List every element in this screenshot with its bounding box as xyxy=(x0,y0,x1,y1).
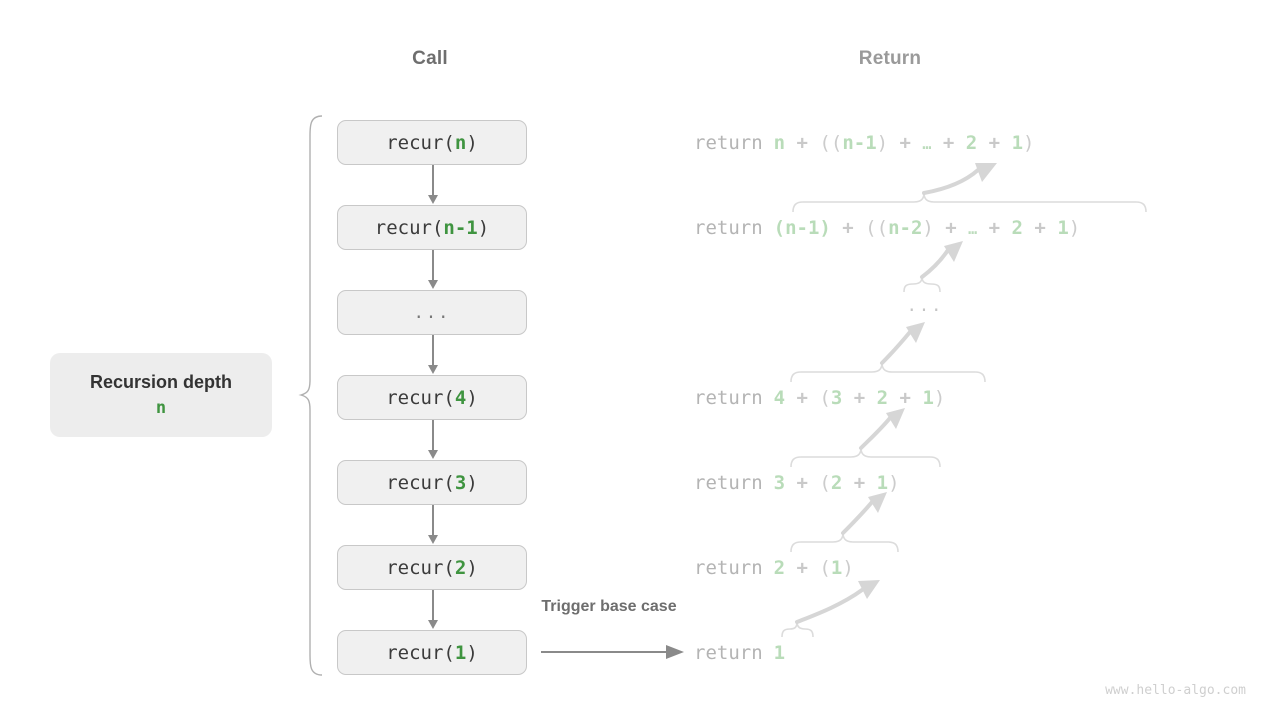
call-arrow-6 xyxy=(428,590,438,629)
call-box-text: ... xyxy=(413,302,451,323)
column-header-call: Call xyxy=(412,48,448,69)
call-arrow-3 xyxy=(428,335,438,374)
return-arrow-curve-3 xyxy=(880,330,912,365)
recursion-depth-title: Recursion depth xyxy=(89,371,232,392)
call-box-recur-n[interactable]: recur(n) xyxy=(337,120,527,165)
return-row-n-1: return (n-1) + ((n-2) + … + 2 + 1) xyxy=(694,205,1080,250)
call-box-text: recur(3) xyxy=(386,471,478,494)
return-row-4: return 4 + (3 + 2 + 1) xyxy=(694,375,945,420)
return-arrow-head-3 xyxy=(906,322,925,343)
recursion-depth-value: n xyxy=(155,397,167,418)
return-expression: (n-1) + ((n-2) + … + 2 + 1) xyxy=(773,216,1081,239)
call-box-text: recur(1) xyxy=(386,641,478,664)
recursion-depth-brace xyxy=(298,115,323,676)
call-box-recur-4[interactable]: recur(4) xyxy=(337,375,527,420)
return-keyword: return xyxy=(694,216,763,239)
call-arrow-5 xyxy=(428,505,438,544)
return-expression: 2 + (1) xyxy=(773,556,854,579)
return-expression: 1 xyxy=(773,641,786,664)
return-expression: 4 + (3 + 2 + 1) xyxy=(773,386,946,409)
call-arrow-2 xyxy=(428,250,438,289)
recursion-depth-label: Recursion depth n xyxy=(50,353,272,437)
return-keyword: return xyxy=(694,641,763,664)
call-box-ellipsis[interactable]: ... xyxy=(337,290,527,335)
return-keyword: return xyxy=(694,386,763,409)
call-box-recur-n-1[interactable]: recur(n-1) xyxy=(337,205,527,250)
column-header-return: Return xyxy=(858,48,922,69)
return-expression: 3 + (2 + 1) xyxy=(773,471,900,494)
watermark: www.hello-algo.com xyxy=(1105,683,1246,698)
return-arrow-head-2 xyxy=(975,163,997,182)
call-box-recur-2[interactable]: recur(2) xyxy=(337,545,527,590)
return-row-ellipsis: ... xyxy=(906,296,944,316)
return-arrow-curve-5 xyxy=(841,500,874,535)
call-box-recur-3[interactable]: recur(3) xyxy=(337,460,527,505)
trigger-base-case-label: Trigger base case xyxy=(541,598,677,615)
return-row-3: return 3 + (2 + 1) xyxy=(694,460,900,505)
return-arrow-curve-4 xyxy=(859,416,892,450)
return-row-2: return 2 + (1) xyxy=(694,545,854,590)
call-box-text: recur(n) xyxy=(386,131,478,154)
return-keyword: return xyxy=(694,131,763,154)
return-row-n: return n + ((n-1) + … + 2 + 1) xyxy=(694,120,1034,165)
return-row-1: return 1 xyxy=(694,630,785,675)
return-brace-row-6 xyxy=(781,621,814,638)
return-arrow-curve-6 xyxy=(795,588,864,624)
return-arrow-curve-ellipsis xyxy=(920,248,950,279)
call-arrow-4 xyxy=(428,420,438,459)
return-keyword: return xyxy=(694,471,763,494)
return-expression: n + ((n-1) + … + 2 + 1) xyxy=(773,131,1035,154)
return-keyword: return xyxy=(694,556,763,579)
call-box-text: recur(4) xyxy=(386,386,478,409)
return-arrow-head-6 xyxy=(858,580,880,599)
call-box-text: recur(2) xyxy=(386,556,478,579)
call-box-text: recur(n-1) xyxy=(374,216,490,239)
call-box-recur-1[interactable]: recur(1) xyxy=(337,630,527,675)
return-arrow-curve-2 xyxy=(922,168,980,195)
call-arrow-1 xyxy=(428,165,438,204)
trigger-base-case-arrow-head xyxy=(666,645,684,659)
return-brace-ellipsis xyxy=(903,276,941,293)
